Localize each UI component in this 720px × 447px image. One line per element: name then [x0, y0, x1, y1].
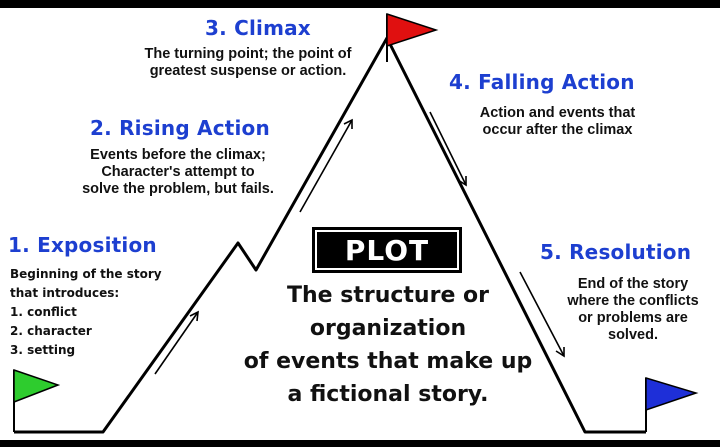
falling-arrow-2-head [555, 347, 565, 358]
resolution-line: where the conflicts [567, 293, 699, 309]
plot-definition: The structure or organization of events … [228, 279, 548, 411]
falling-line: occur after the climax [482, 122, 633, 138]
definition-line: organization [309, 316, 467, 341]
definition-line: of events that make up [243, 349, 533, 374]
rising-arrow-2 [299, 119, 353, 213]
rising-action-description: Events before the climax; Character's at… [58, 147, 298, 198]
rising-line: Character's attempt to [101, 164, 255, 180]
plot-title-box: PLOT [312, 227, 462, 273]
climax-flag-icon [386, 12, 439, 62]
exposition-line: Beginning of the story [10, 267, 162, 281]
rising-arrow-1 [154, 311, 199, 375]
rising-arrow-1-head [189, 310, 199, 322]
falling-arrow-1 [429, 111, 467, 186]
white-panel [0, 8, 720, 440]
falling-line: Action and events that [479, 105, 636, 121]
definition-line: a fictional story. [287, 382, 489, 407]
end-flag-icon [645, 376, 699, 432]
resolution-description: End of the story where the conflicts or … [553, 276, 713, 344]
falling-action-description: Action and events that occur after the c… [450, 105, 665, 139]
plot-title: PLOT [344, 233, 430, 267]
exposition-line: 2. character [10, 324, 92, 338]
start-flag-icon [13, 368, 61, 432]
resolution-line: End of the story [577, 276, 689, 292]
resolution-line: solved. [608, 327, 658, 343]
exposition-line: 3. setting [10, 343, 76, 357]
exposition-description: Beginning of the story that introduces: … [10, 265, 162, 360]
falling-arrow-1-head [457, 176, 467, 187]
rising-action-heading: 2. Rising Action [90, 116, 270, 140]
climax-description: The turning point; the point of greatest… [118, 46, 378, 80]
direction-arrows [154, 111, 565, 375]
exposition-line: that introduces: [10, 286, 120, 300]
rising-line: Events before the climax; [90, 147, 266, 163]
falling-arrow-2 [519, 271, 565, 357]
plot-line [14, 36, 646, 434]
rising-line: solve the problem, but fails. [82, 181, 274, 197]
climax-line: The turning point; the point of [144, 46, 352, 62]
climax-line: greatest suspense or action. [149, 63, 347, 79]
definition-line: The structure or [287, 283, 489, 308]
climax-heading: 3. Climax [205, 16, 311, 40]
rising-arrow-2-head [343, 118, 353, 129]
exposition-line: 1. conflict [10, 305, 77, 319]
resolution-heading: 5. Resolution [540, 240, 692, 264]
exposition-heading: 1. Exposition [8, 233, 157, 257]
falling-action-heading: 4. Falling Action [449, 70, 635, 94]
resolution-line: or problems are [578, 310, 688, 326]
